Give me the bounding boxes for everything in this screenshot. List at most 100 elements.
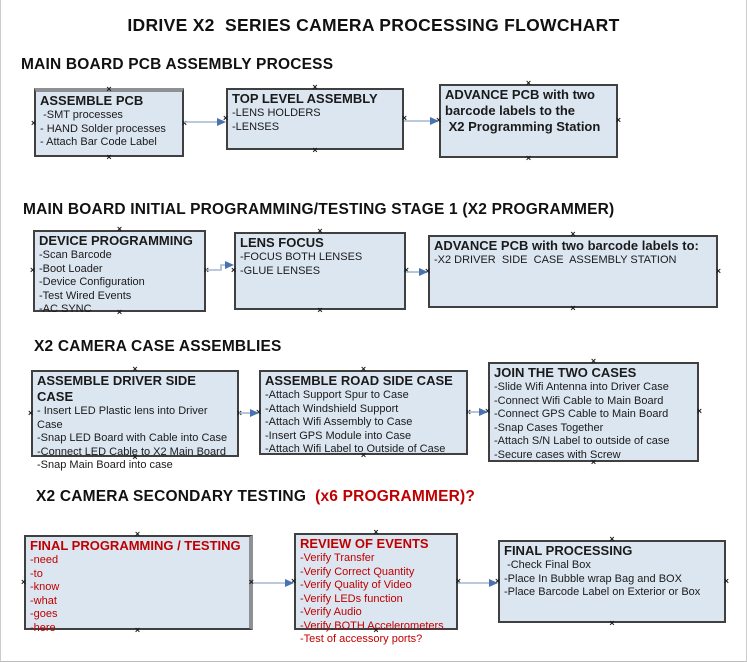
flow-box-advance-pcb-programming-station[interactable]: ADVANCE PCB with two barcode labels to t…: [436, 79, 621, 163]
connection-point-icon[interactable]: ×: [373, 625, 379, 635]
connection-point-icon[interactable]: ×: [590, 457, 597, 467]
connection-point-icon[interactable]: ×: [106, 84, 112, 94]
box-item: -LENSES: [232, 120, 280, 133]
connection-point-icon[interactable]: ×: [134, 625, 141, 635]
box-item: -Verify LEDs function: [300, 592, 403, 605]
connection-point-icon[interactable]: ×: [223, 113, 229, 124]
connection-point-icon[interactable]: ×: [132, 364, 138, 374]
connection-point-icon[interactable]: ×: [28, 407, 34, 418]
connection-point-icon[interactable]: ×: [106, 152, 112, 162]
section-heading-initial-programming: MAIN BOARD INITIAL PROGRAMMING/TESTING S…: [23, 201, 615, 218]
connector-review-to-final-processing[interactable]: [458, 578, 498, 588]
connector-assemble-pcb-to-top-level[interactable]: [184, 117, 226, 127]
connection-point-icon[interactable]: ×: [312, 82, 318, 92]
connection-point-icon[interactable]: ×: [570, 229, 576, 239]
connection-point-icon[interactable]: ×: [256, 406, 262, 417]
section-heading-secondary-testing: X2 CAMERA SECONDARY TESTING (x6 PROGRAMM…: [36, 488, 475, 506]
connector-device-programming-to-lens-focus[interactable]: [206, 260, 234, 274]
box-title: ASSEMBLE ROAD SIDE CASE: [265, 373, 453, 388]
box-item: -AC SYNC: [39, 303, 92, 315]
connection-point-icon[interactable]: ×: [116, 307, 123, 317]
box-title: JOIN THE TWO CASES: [494, 365, 637, 380]
box-item: -Slide Wifi Antenna into Driver Case: [494, 381, 669, 393]
connection-point-icon[interactable]: ×: [373, 527, 379, 537]
connection-point-icon[interactable]: ×: [609, 534, 615, 544]
connection-point-icon[interactable]: ×: [485, 406, 491, 417]
section-heading-red-part: (x6 PROGRAMMER)?: [310, 488, 476, 505]
connection-point-icon[interactable]: ×: [30, 265, 36, 276]
box-item: -Verify Quality of Video: [300, 579, 412, 591]
flow-box-advance-pcb-driver-side[interactable]: ADVANCE PCB with two barcode labels to: …: [425, 230, 721, 313]
connection-point-icon[interactable]: ×: [360, 450, 367, 460]
box-item: -Insert GPS Module into Case: [265, 429, 412, 442]
box-item: -Verify Transfer: [300, 552, 375, 564]
box-item: -Device Configuration: [39, 276, 145, 288]
flow-box-join-the-two-cases[interactable]: JOIN THE TWO CASES -Slide Wifi Antenna i…: [485, 357, 702, 467]
connection-point-icon[interactable]: ×: [525, 153, 532, 163]
flow-box-lens-focus[interactable]: LENS FOCUS -FOCUS BOTH LENSES -GLUE LENS…: [231, 227, 409, 315]
connection-point-icon[interactable]: ×: [132, 452, 138, 462]
connection-point-icon[interactable]: ×: [31, 117, 37, 128]
connection-point-icon[interactable]: ×: [401, 113, 407, 124]
arrow-right-icon: [479, 408, 488, 416]
box-item: -Attach S/N Label to outside of case: [494, 435, 670, 447]
box-item: -Place Barcode Label on Exterior or Box: [504, 586, 701, 598]
flow-box-review-of-events[interactable]: REVIEW OF EVENTS -Verify Transfer -Verif…: [291, 528, 461, 646]
connection-point-icon[interactable]: ×: [317, 305, 323, 315]
box-item: -X2 DRIVER SIDE CASE ASSEMBLY STATION: [434, 254, 677, 266]
connection-point-icon[interactable]: ×: [403, 265, 409, 276]
box-title: REVIEW OF EVENTS: [300, 536, 429, 551]
box-item: -Check Final Box: [504, 559, 591, 571]
box-title: ADVANCE PCB with two barcode labels to t…: [445, 87, 601, 134]
connection-point-icon[interactable]: ×: [570, 303, 576, 313]
box-title: ADVANCE PCB with two barcode labels to:: [434, 238, 699, 253]
flow-box-final-programming-testing[interactable]: FINAL PROGRAMMING / TESTING -need -to -k…: [21, 530, 254, 635]
connection-point-icon[interactable]: ×: [360, 364, 367, 374]
connection-point-icon[interactable]: ×: [317, 226, 323, 236]
connection-point-icon[interactable]: ×: [425, 265, 431, 276]
connection-point-icon[interactable]: ×: [696, 406, 702, 417]
flow-box-assemble-pcb[interactable]: ASSEMBLE PCB -SMT processes - HAND Solde…: [31, 84, 187, 162]
connection-point-icon[interactable]: ×: [312, 145, 318, 155]
connection-point-icon[interactable]: ×: [436, 115, 442, 126]
connection-point-icon[interactable]: ×: [495, 575, 501, 586]
box-item: -here: [30, 621, 56, 634]
section-heading-pcb-assembly: MAIN BOARD PCB ASSEMBLY PROCESS: [21, 56, 334, 73]
connection-point-icon[interactable]: ×: [116, 224, 123, 234]
connector-driver-case-to-road-case[interactable]: [239, 408, 259, 418]
connection-point-icon[interactable]: ×: [291, 575, 297, 586]
box-item: -Verify Correct Quantity: [300, 565, 415, 578]
connection-point-icon[interactable]: ×: [248, 576, 254, 587]
box-item: -Verify BOTH Accelerometers: [300, 619, 444, 632]
connector-lens-focus-to-advance-pcb[interactable]: [406, 267, 428, 277]
box-item: - HAND Solder processes: [40, 122, 166, 135]
box-item: -Connect GPS Cable to Main Board: [494, 408, 669, 420]
connector-final-programming-to-review[interactable]: [253, 578, 294, 588]
connection-point-icon[interactable]: ×: [525, 78, 532, 88]
box-item: -Boot Loader: [39, 262, 103, 275]
flow-box-top-level-assembly[interactable]: TOP LEVEL ASSEMBLY -LENS HOLDERS -LENSES…: [223, 83, 407, 155]
box-title: DEVICE PROGRAMMING: [39, 233, 193, 248]
connection-point-icon[interactable]: ×: [455, 575, 461, 586]
flow-box-device-programming[interactable]: DEVICE PROGRAMMING -Scan Barcode -Boot L…: [30, 225, 209, 317]
connection-point-icon[interactable]: ×: [231, 265, 237, 276]
connection-point-icon[interactable]: ×: [723, 575, 729, 586]
connection-point-icon[interactable]: ×: [609, 618, 615, 628]
box-title: FINAL PROGRAMMING / TESTING: [30, 538, 241, 553]
connection-point-icon[interactable]: ×: [21, 576, 27, 587]
box-item: -Test Wired Events: [39, 289, 132, 302]
page-title: IDRIVE X2 SERIES CAMERA PROCESSING FLOWC…: [127, 15, 620, 35]
connection-point-icon[interactable]: ×: [615, 115, 621, 126]
connector-top-level-to-advance-pcb[interactable]: [404, 116, 439, 126]
arrow-right-icon: [489, 579, 498, 587]
connection-point-icon[interactable]: ×: [590, 356, 597, 366]
connection-point-icon[interactable]: ×: [134, 529, 141, 539]
connector-road-case-to-join-cases[interactable]: [468, 407, 488, 417]
box-item: -Scan Barcode: [39, 249, 112, 261]
flow-box-assemble-road-side-case[interactable]: ASSEMBLE ROAD SIDE CASE -Attach Support …: [256, 365, 471, 460]
box-item: -what: [30, 594, 57, 607]
connection-point-icon[interactable]: ×: [715, 265, 721, 276]
flow-box-final-processing[interactable]: FINAL PROCESSING -Check Final Box -Place…: [495, 535, 729, 628]
flow-box-assemble-driver-side-case[interactable]: ASSEMBLE DRIVER SIDE CASE - Insert LED P…: [28, 365, 242, 472]
